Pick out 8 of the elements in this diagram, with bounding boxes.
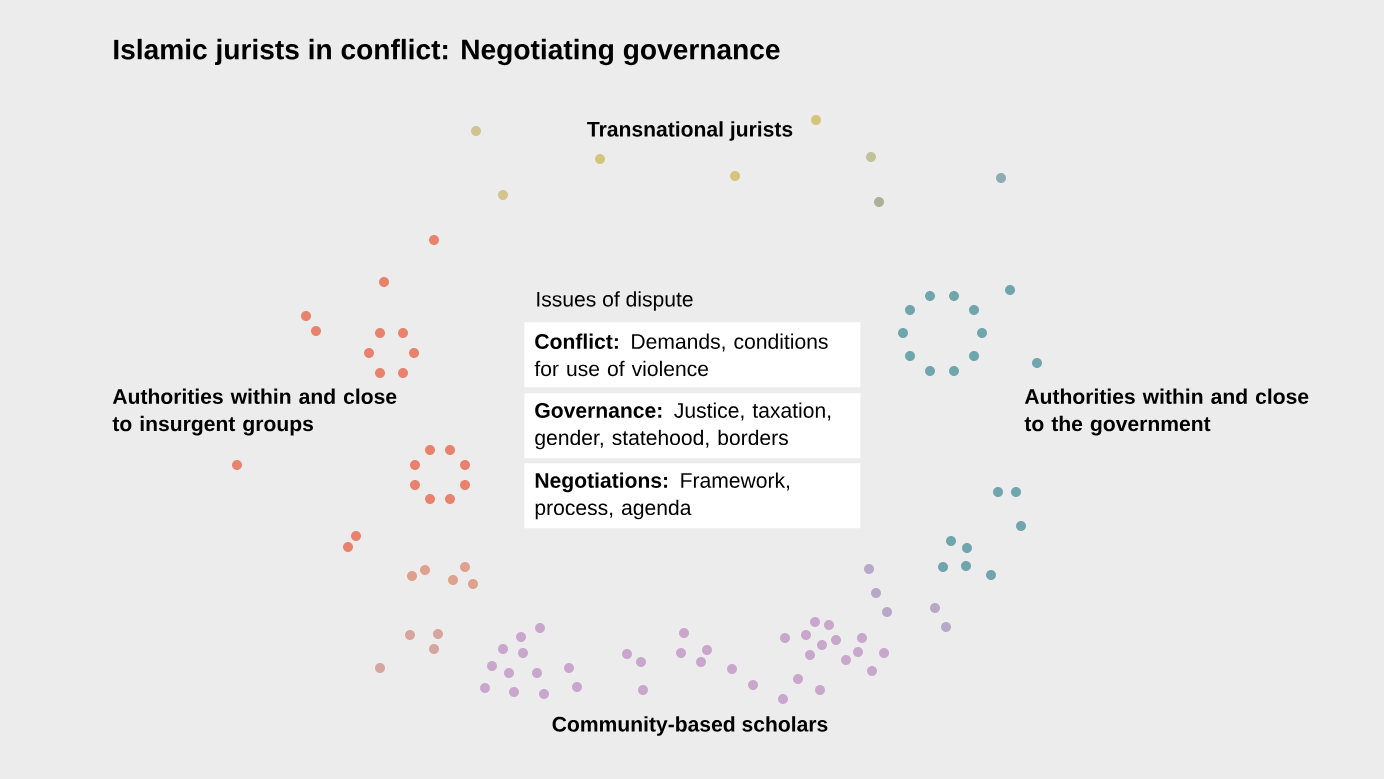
group-label: Authorities within and close to the government [1024,388,1309,436]
group-label: Community-based scholars [552,716,828,736]
group-label: Transnational jurists [587,121,793,141]
group-label: Authorities within and close to insurgent groups [112,388,397,436]
issue-box: Governance: Justice, taxation, gender, statehood, borders [524,393,861,459]
title: Islamic jurists in conflict: Negotiating governance [114,38,780,66]
issue-box: Negotiations: Framework, process, agenda [524,463,861,529]
issue-box: Conflict: Demands, conditions for use of violence [524,322,861,388]
